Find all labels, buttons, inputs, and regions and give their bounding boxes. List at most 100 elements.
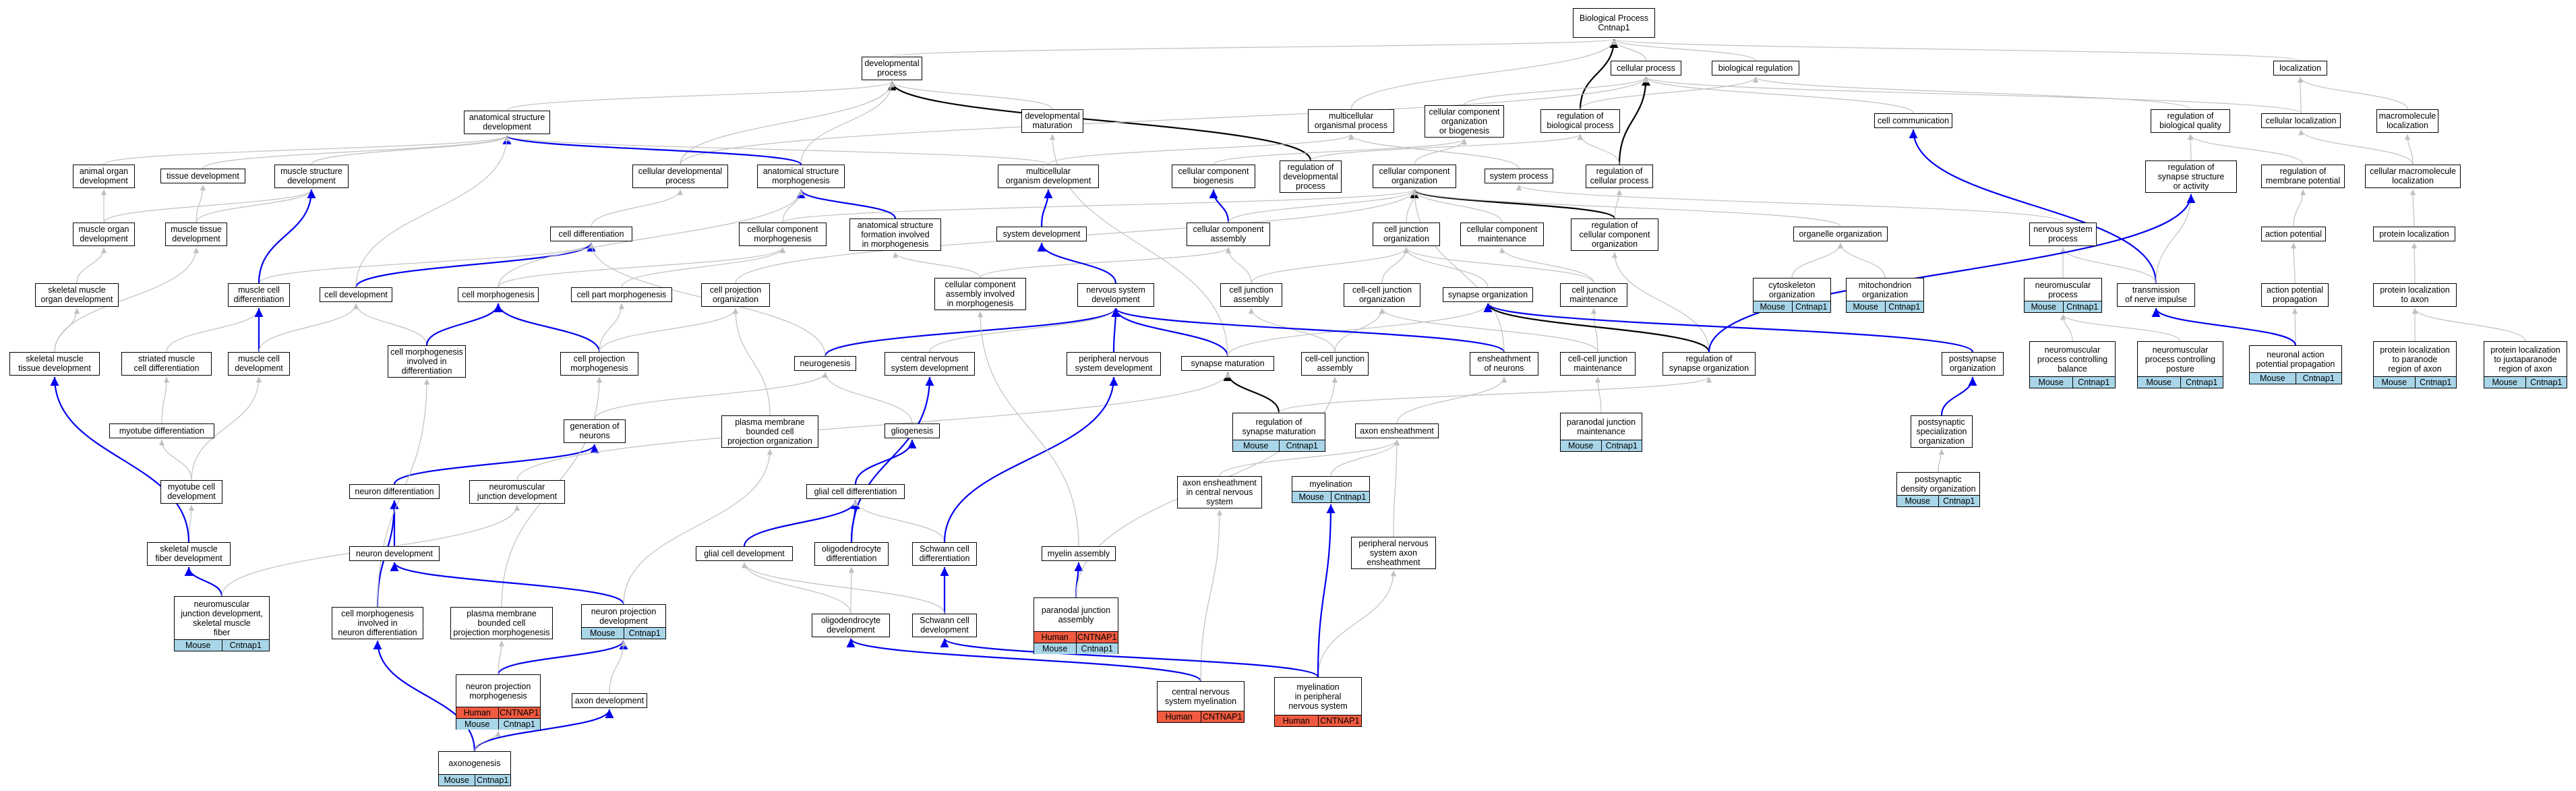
go-term-pnsaxonensheath[interactable]: peripheral nervous system axon ensheathm…	[1351, 537, 1436, 569]
go-term-myelinassembly[interactable]: myelin assembly	[1042, 546, 1116, 561]
go-term-ccmaint[interactable]: cellular component maintenance	[1460, 223, 1544, 246]
go-term-tissuedev[interactable]: tissue development	[160, 169, 245, 183]
go-term-striateddiff[interactable]: striated muscle cell differentiation	[121, 352, 212, 376]
go-term-skelmusclefiber[interactable]: skeletal muscle fiber development	[147, 542, 231, 566]
go-term-sysproc[interactable]: system process	[1485, 169, 1553, 183]
go-term-cellcelljuncmaint[interactable]: cell-cell junction maintenance	[1560, 352, 1636, 376]
go-term-regsynstruct[interactable]: regulation of synapse structure or activ…	[2145, 160, 2237, 193]
go-term-cellloc[interactable]: cellular localization	[2261, 113, 2341, 128]
go-term-multiorgdev[interactable]: multicellular organism development	[998, 165, 1099, 188]
go-term-musclecelldiff[interactable]: muscle cell differentiation	[228, 283, 290, 307]
go-term-devmat[interactable]: developmental maturation	[1021, 109, 1083, 133]
go-term-nsdev[interactable]: nervous system development	[1077, 283, 1154, 307]
go-term-ccbiogen[interactable]: cellular component biogenesis	[1172, 165, 1255, 188]
go-term-regmembpot[interactable]: regulation of membrane potential	[2261, 165, 2345, 188]
go-term-bioreg[interactable]: biological regulation	[1712, 61, 1799, 76]
go-term-oligodev[interactable]: oligodendrocyte development	[812, 614, 890, 637]
go-term-oligodiff[interactable]: oligodendrocyte differentiation	[814, 542, 889, 566]
go-term-sysdev[interactable]: system development	[996, 227, 1087, 241]
go-term-cellmorph[interactable]: cell morphogenesis	[458, 287, 539, 302]
go-term-anatdev[interactable]: anatomical structure development	[464, 111, 550, 134]
go-term-muscleorgan[interactable]: muscle organ development	[73, 223, 135, 246]
go-term-nmjskel[interactable]: neuromuscular junction development, skel…	[174, 596, 270, 651]
go-term-neurogenesis[interactable]: neurogenesis	[794, 356, 856, 371]
go-term-organelleorg[interactable]: organelle organization	[1793, 227, 1888, 241]
go-term-macroloc[interactable]: macromolecule localization	[2376, 109, 2438, 133]
go-term-regbioqual[interactable]: regulation of biological quality	[2151, 109, 2230, 133]
go-term-celljuncmaint[interactable]: cell junction maintenance	[1560, 283, 1627, 307]
go-term-ccorg[interactable]: cellular component organization	[1373, 165, 1456, 188]
go-term-neurondiff[interactable]: neuron differentiation	[349, 484, 440, 499]
go-term-anatmorph[interactable]: anatomical structure morphogenesis	[757, 165, 845, 188]
go-term-nssysproc[interactable]: nervous system process	[2029, 223, 2097, 246]
go-term-ccassembly[interactable]: cellular component assembly	[1187, 223, 1270, 246]
go-term-celldiff[interactable]: cell differentiation	[550, 227, 632, 241]
go-term-musclecelldev[interactable]: muscle cell development	[228, 352, 290, 376]
go-term-genneurons[interactable]: generation of neurons	[564, 419, 626, 443]
go-term-ensheathneurons[interactable]: ensheathment of neurons	[1470, 352, 1538, 376]
go-term-glialdiff[interactable]: glial cell differentiation	[806, 484, 905, 499]
go-term-synorg[interactable]: synapse organization	[1443, 287, 1533, 302]
go-term-synmat[interactable]: synapse maturation	[1181, 356, 1274, 371]
go-term-regsynorg[interactable]: regulation of synapse organization	[1663, 352, 1756, 376]
go-term-protlocjuxtapara[interactable]: protein localization to juxtaparanode re…	[2484, 341, 2567, 388]
go-term-nmposture[interactable]: neuromuscular process controlling postur…	[2137, 341, 2223, 388]
go-term-anatformation[interactable]: anatomical structure formation involved …	[849, 218, 941, 251]
go-term-axonensheath[interactable]: axon ensheathment	[1355, 423, 1439, 438]
go-term-actionpot[interactable]: action potential	[2261, 227, 2326, 241]
go-term-protloc[interactable]: protein localization	[2373, 227, 2455, 241]
go-term-protlocjuxta[interactable]: protein localization to paranode region …	[2373, 341, 2457, 388]
go-term-gliogenesis[interactable]: gliogenesis	[885, 423, 940, 438]
go-term-cellcelljuncorg[interactable]: cell-cell junction organization	[1344, 283, 1420, 307]
go-term-myotubecelldev[interactable]: myotube cell development	[160, 480, 222, 504]
go-term-cellprojorg[interactable]: cell projection organization	[701, 283, 770, 307]
go-term-myotubediff[interactable]: myotube differentiation	[109, 423, 214, 438]
go-term-nmbalance[interactable]: neuromuscular process controlling balanc…	[2029, 341, 2116, 388]
go-term-regcellproc[interactable]: regulation of cellular process	[1586, 165, 1653, 188]
go-term-regbio[interactable]: regulation of biological process	[1540, 109, 1620, 133]
go-term-cellpartmorph[interactable]: cell part morphogenesis	[571, 287, 672, 302]
go-term-cellcelljuncassembly[interactable]: cell-cell junction assembly	[1301, 352, 1369, 376]
go-term-celljuncassembly[interactable]: cell junction assembly	[1220, 283, 1282, 307]
go-term-root[interactable]: Biological Process Cntnap1	[1573, 8, 1655, 38]
go-term-axondev[interactable]: axon development	[572, 693, 647, 708]
go-term-ccassemblymorph[interactable]: cellular component assembly involved in …	[934, 278, 1026, 310]
go-term-cellprojmorph[interactable]: cell projection morphogenesis	[560, 352, 638, 376]
go-term-nmjdev[interactable]: neuromuscular junction development	[469, 480, 565, 504]
go-term-appropag[interactable]: action potential propagation	[2261, 283, 2329, 307]
go-term-neurondev[interactable]: neuron development	[349, 546, 440, 561]
go-term-multiorg[interactable]: multicellular organismal process	[1308, 109, 1394, 133]
go-term-cellproc[interactable]: cellular process	[1611, 61, 1681, 76]
go-term-animalorgan[interactable]: animal organ development	[73, 165, 135, 188]
go-term-protlocaxon[interactable]: protein localization to axon	[2373, 283, 2457, 307]
go-term-skelmuscletissue[interactable]: skeletal muscle tissue development	[9, 352, 100, 376]
go-term-schwanndiff[interactable]: Schwann cell differentiation	[912, 542, 977, 566]
go-term-celldevproc[interactable]: cellular developmental process	[632, 165, 728, 188]
go-term-plasmaprojmorph[interactable]: plasma membrane bounded cell projection …	[450, 607, 553, 639]
go-term-muscletissue[interactable]: muscle tissue development	[165, 223, 227, 246]
go-term-cellmorphdiff[interactable]: cell morphogenesis involved in different…	[388, 345, 466, 378]
go-term-plasmaprojorg[interactable]: plasma membrane bounded cell projection …	[721, 415, 818, 448]
go-term-regccorg[interactable]: regulation of cellular component organiz…	[1571, 218, 1658, 251]
go-term-cellmorphneuron[interactable]: cell morphogenesis involved in neuron di…	[332, 607, 423, 639]
go-term-pnsmyelin[interactable]: myelination in peripheral nervous system…	[1274, 677, 1362, 727]
go-term-ccmorph[interactable]: cellular component morphogenesis	[739, 223, 827, 246]
go-term-axonensheathcns[interactable]: axon ensheathment in central nervous sys…	[1177, 476, 1262, 508]
go-term-musclestructdev[interactable]: muscle structure development	[274, 165, 349, 188]
go-term-pnsdev[interactable]: peripheral nervous system development	[1067, 352, 1161, 376]
go-term-cellcomm[interactable]: cell communication	[1874, 113, 1952, 128]
go-term-postsynorg[interactable]: postsynapse organization	[1942, 352, 2004, 376]
go-term-glialdev[interactable]: glial cell development	[696, 546, 793, 561]
go-term-devproc[interactable]: developmental process	[862, 57, 922, 80]
go-term-ccorg_bio[interactable]: cellular component organization or bioge…	[1425, 105, 1504, 138]
